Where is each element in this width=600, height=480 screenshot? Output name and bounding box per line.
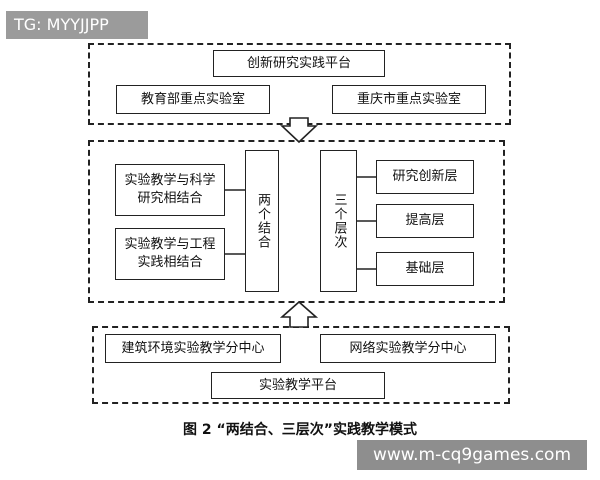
basic-level-box: 基础层 — [376, 252, 474, 286]
teaching-research-box: 实验教学与科学研究相结合 — [115, 164, 225, 216]
down-arrow-icon — [279, 117, 319, 144]
up-arrow-icon — [279, 300, 319, 328]
two-combinations-text: 两个结合 — [255, 193, 270, 249]
teaching-platform-box: 实验教学平台 — [211, 372, 385, 399]
tag-label: TG: MYYJJPP — [6, 11, 148, 39]
middle-section-frame — [88, 140, 505, 303]
network-center-box: 网络实验教学分中心 — [320, 334, 496, 363]
three-levels-box: 三个层次 — [320, 150, 357, 292]
research-innovation-level-box: 研究创新层 — [376, 160, 474, 194]
building-env-center-box: 建筑环境实验教学分中心 — [105, 334, 281, 363]
teaching-engineering-box: 实验教学与工程实践相结合 — [115, 228, 225, 280]
chongqing-lab-box: 重庆市重点实验室 — [332, 85, 486, 114]
improvement-level-box: 提高层 — [376, 204, 474, 238]
watermark-label: www.m-cq9games.com — [357, 440, 587, 470]
innovation-platform-box: 创新研究实践平台 — [213, 50, 385, 77]
figure-caption: 图 2 “两结合、三层次”实践教学模式 — [183, 422, 417, 438]
moe-lab-box: 教育部重点实验室 — [116, 85, 270, 114]
three-levels-text: 三个层次 — [331, 193, 347, 249]
two-combinations-box: 两个结合 — [245, 150, 279, 292]
